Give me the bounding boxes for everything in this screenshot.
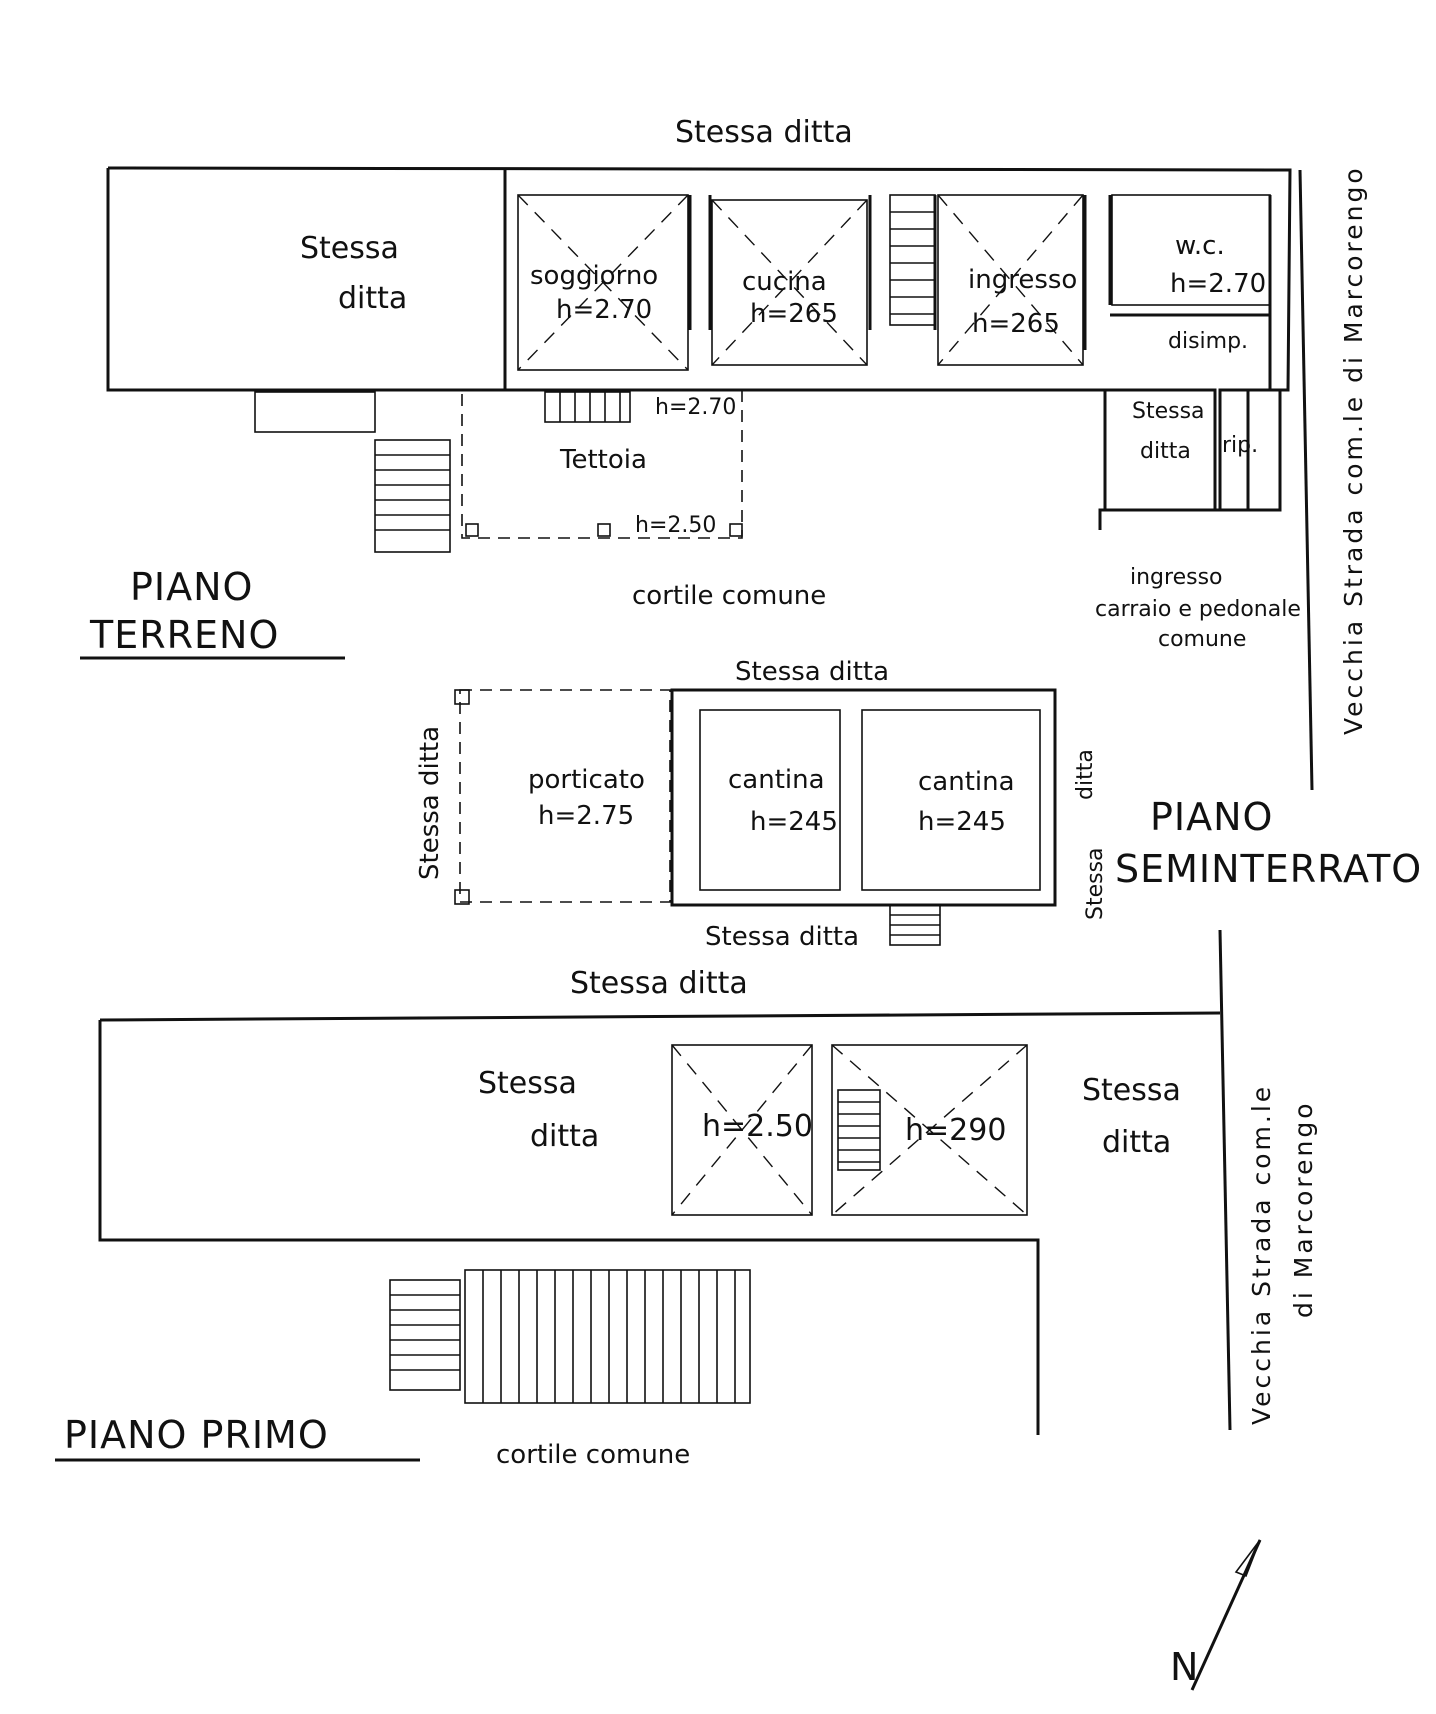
ground-small-neighbor-line1: Stessa: [1132, 399, 1205, 424]
ground-pillar-1: [465, 523, 479, 537]
first-left-neighbor-line2: ditta: [530, 1119, 599, 1154]
ground-title-line1: PIANO: [130, 565, 253, 609]
ground-tettoia-stair: [544, 391, 631, 423]
first-room-1: [671, 1044, 813, 1216]
ground-stair-1: [889, 194, 936, 326]
first-right-neighbor-line1: Stessa: [1082, 1073, 1181, 1108]
ground-road-label: Vecchia Strada com.le di Marcorengo: [1339, 165, 1368, 735]
semi-cantina-2-height: h=245: [918, 807, 1006, 837]
ground-pillar-2: [597, 523, 611, 537]
ground-entrance-line1: ingresso: [1130, 565, 1223, 590]
ground-ingresso-label: ingresso: [968, 265, 1077, 295]
semi-cantina-2: [861, 709, 1041, 891]
semi-pillar-2: [454, 889, 470, 905]
semi-left-neighbor-label: Stessa ditta: [415, 726, 445, 880]
semi-basement-plan: Stessa ditta Stessa ditta Stessa ditta d…: [415, 657, 1422, 952]
ground-title-line2: TERRENO: [89, 613, 279, 657]
ground-soggiorno-label: soggiorno: [530, 261, 658, 291]
semi-cantina-1-height: h=245: [750, 807, 838, 837]
ground-rip-room: [1218, 388, 1282, 512]
ground-cucina-height: h=265: [750, 299, 838, 329]
first-north-wall: [99, 1011, 1221, 1022]
road-edge-lower: [1218, 929, 1232, 1431]
ground-room-wc: [1111, 194, 1271, 306]
first-room-2-diagonals: [831, 1044, 1028, 1216]
road-edge-upper: [1298, 169, 1314, 791]
semi-outer-wall: [670, 688, 1057, 907]
first-room-2-height: h=290: [905, 1113, 1006, 1148]
first-road-line1: Vecchia Strada com.le: [1247, 1084, 1276, 1425]
semi-title-line2: SEMINTERRATO: [1115, 847, 1422, 891]
north-arrow-label: N: [1170, 1645, 1199, 1689]
ground-courtyard-label: cortile comune: [632, 581, 826, 611]
first-room-1-diagonals: [671, 1044, 813, 1216]
ground-disimp-label: disimp.: [1168, 329, 1248, 354]
first-courtyard-label: cortile comune: [496, 1440, 690, 1470]
semi-porticato-label: porticato: [528, 765, 645, 795]
ground-entrance-line2: carraio e pedonale: [1095, 597, 1301, 622]
ground-tettoia-height-a: h=2.70: [655, 395, 736, 420]
ground-exterior-stair: [254, 391, 451, 553]
first-title: PIANO PRIMO: [64, 1413, 329, 1457]
semi-pillar-1: [454, 689, 470, 705]
first-west-south-wall: [98, 1020, 1040, 1435]
ground-floor-plan: Stessa ditta: [80, 115, 1368, 735]
semi-bottom-neighbor-label: Stessa ditta: [705, 922, 859, 952]
ground-cucina-label: cucina: [742, 267, 827, 297]
ground-west-wall: [106, 168, 460, 392]
first-top-neighbor-label: Stessa ditta: [570, 966, 748, 1001]
first-room-2: [831, 1044, 1028, 1216]
semi-title-line1: PIANO: [1150, 795, 1273, 839]
first-road-line2: di Marcorengo: [1289, 1100, 1318, 1318]
semi-porticato-height: h=2.75: [538, 801, 634, 831]
ground-pillar-3: [729, 523, 743, 537]
ground-left-neighbor-line1: Stessa: [300, 231, 399, 266]
first-room-1-height: h=2.50: [702, 1109, 813, 1144]
ground-tettoia-label: Tettoia: [559, 445, 647, 475]
ground-small-neighbor-line2: ditta: [1140, 439, 1191, 464]
first-exterior-stair: [389, 1279, 461, 1391]
semi-right-neighbor-b: Stessa: [1083, 847, 1108, 920]
ground-rip-label: rip.: [1222, 433, 1258, 458]
ground-entrance-line3: comune: [1158, 627, 1246, 652]
ground-room-soggiorno: [517, 194, 689, 371]
ground-cucina-diagonals: [711, 199, 868, 366]
ground-wc-label: w.c.: [1175, 231, 1225, 261]
ground-top-neighbor-label: Stessa ditta: [675, 115, 853, 150]
ground-small-neighbor-room: [1103, 388, 1217, 512]
first-stair: [837, 1089, 881, 1171]
ground-soggiorno-height: h=2.70: [556, 295, 652, 325]
semi-cantina-2-label: cantina: [918, 767, 1015, 797]
first-floor-plan: Stessa ditta Stessa ditta Stessa ditta h…: [55, 966, 1318, 1470]
semi-cantina-1-label: cantina: [728, 765, 825, 795]
ground-outer-wall: [107, 166, 1292, 530]
ground-soggiorno-diagonals: [517, 194, 689, 371]
ground-tettoia-height-b: h=2.50: [635, 513, 716, 538]
ground-room-ingresso: [937, 194, 1084, 366]
ground-ingresso-height: h=265: [972, 309, 1060, 339]
first-left-neighbor-line1: Stessa: [478, 1066, 577, 1101]
semi-cantina-1: [699, 709, 841, 891]
ground-room-cucina: [711, 199, 868, 366]
semi-stair: [889, 904, 941, 946]
first-right-neighbor-line2: ditta: [1102, 1125, 1171, 1160]
ground-left-neighbor-line2: ditta: [338, 281, 407, 316]
semi-porticato-outline: [459, 689, 671, 903]
ground-wc-height: h=2.70: [1170, 269, 1266, 299]
ground-tettoia-outline: [461, 389, 743, 539]
ground-ingresso-diagonals: [937, 194, 1084, 366]
semi-top-neighbor-label: Stessa ditta: [735, 657, 889, 687]
semi-right-neighbor-a: ditta: [1073, 749, 1098, 800]
first-balcony: [464, 1269, 751, 1404]
north-arrow: N: [1170, 1539, 1262, 1691]
